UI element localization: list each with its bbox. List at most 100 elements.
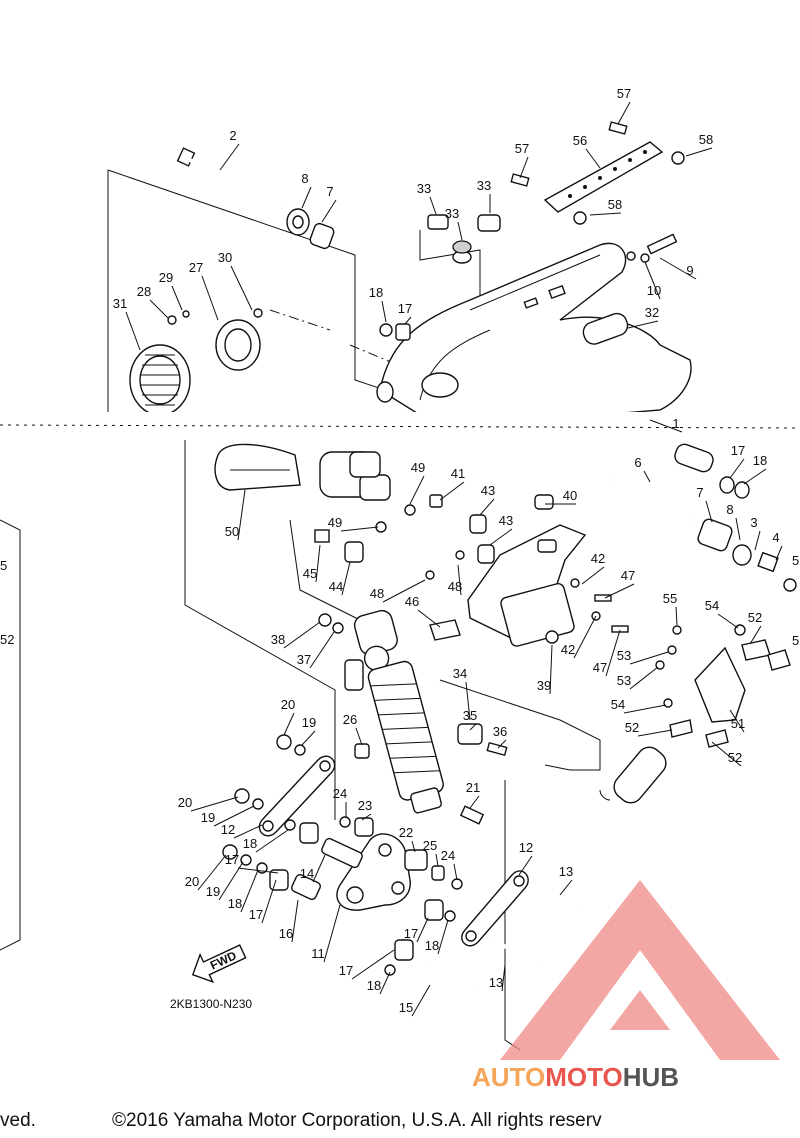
callout-23: 23 [358, 798, 372, 821]
callout-number: 17 [339, 963, 353, 978]
shock-absorber [353, 609, 444, 814]
callout-number: 12 [519, 840, 533, 855]
callout-22: 22 [399, 825, 416, 853]
callout-leader [497, 739, 507, 749]
callout-27: 27 [189, 260, 219, 321]
callout-24: 24 [441, 848, 458, 881]
callout-8: 8 [301, 171, 312, 209]
callout-number: 43 [499, 513, 513, 528]
callout-number: 47 [593, 660, 607, 675]
callout-leader [190, 796, 239, 812]
bracket-group [655, 624, 791, 748]
callout-17: 17 [225, 852, 279, 874]
callout-leader [340, 526, 379, 532]
callout-4: 4 [772, 530, 783, 561]
connecting-rod-left [258, 755, 336, 837]
callout-number: 44 [329, 579, 343, 594]
callout-leader [617, 101, 631, 125]
callout-number: 19 [206, 884, 220, 899]
callout-number: 17 [404, 926, 418, 941]
diagram-code: 2KB1300-N230 [170, 997, 252, 1011]
callout-43: 43 [489, 513, 513, 546]
callout-leader [644, 261, 661, 300]
callout-number: 58 [608, 197, 622, 212]
shock-reservoir [613, 746, 667, 804]
callout-17: 17 [404, 917, 429, 943]
callout-number: 15 [399, 1000, 413, 1015]
callout-33: 33 [477, 178, 491, 213]
callout-number: 26 [343, 712, 357, 727]
callout-number: 39 [537, 678, 551, 693]
callout-leader [315, 544, 321, 583]
callout-number: 30 [218, 250, 232, 265]
callout-46: 46 [405, 594, 441, 628]
callout-25: 25 [423, 838, 439, 867]
callout-leader [201, 275, 219, 321]
callout-leader [489, 528, 513, 546]
callout-leader [735, 517, 741, 541]
callout-leader [469, 723, 477, 731]
callout-number: 40 [563, 488, 577, 503]
callout-number: 45 [303, 566, 317, 581]
callout-10: 10 [644, 261, 661, 300]
callout-number: 43 [481, 483, 495, 498]
callout-number: 27 [189, 260, 203, 275]
callout-18: 18 [425, 919, 449, 955]
callout-number: 1 [672, 416, 679, 431]
callout-13: 13 [489, 964, 506, 992]
callout-leader [518, 855, 533, 876]
callout-number: 17 [225, 852, 239, 867]
callout-number: 21 [466, 780, 480, 795]
callout-number: 12 [221, 822, 235, 837]
callout-leader [649, 419, 683, 433]
callout-number: 56 [573, 133, 587, 148]
callout-32: 32 [627, 305, 659, 329]
callout-13: 13 [559, 864, 573, 896]
callout-42: 42 [581, 551, 605, 585]
callout-number: 49 [328, 515, 342, 530]
callout-leader [465, 681, 471, 721]
callout-number: 10 [647, 283, 661, 298]
callout-18: 18 [367, 971, 391, 995]
callout-40: 40 [545, 488, 577, 505]
callout-leader [404, 316, 412, 325]
callout-52: 52 [711, 741, 742, 767]
callout-12: 12 [221, 822, 263, 839]
callout-number: 14 [300, 866, 314, 881]
callout-leader [479, 498, 495, 516]
callout-19: 19 [206, 861, 244, 901]
callout-45: 45 [303, 544, 321, 583]
callout-number: 4 [772, 530, 779, 545]
callout-leader [125, 311, 141, 351]
swingarm [379, 242, 692, 423]
callout-leader [171, 285, 183, 311]
callout-9: 9 [659, 257, 697, 280]
callout-leader [775, 545, 783, 561]
callout-number: 18 [369, 285, 383, 300]
callout-number: 46 [405, 594, 419, 609]
callout-leader [351, 949, 395, 980]
callout-number: 29 [159, 270, 173, 285]
callout-38: 38 [271, 621, 321, 649]
copyright-text: ©2016 Yamaha Motor Corporation, U.S.A. A… [112, 1110, 602, 1131]
callout-leader [219, 143, 240, 171]
swingarm-group [129, 121, 692, 423]
callout-19: 19 [301, 715, 316, 746]
fwd-label: FWD [208, 948, 239, 972]
callout-leader [261, 879, 277, 924]
callout-number: 57 [617, 86, 631, 101]
chain-guard [214, 443, 301, 491]
callout-leader [439, 481, 465, 501]
callout-number: 16 [279, 926, 293, 941]
callout-leader [743, 468, 767, 485]
callout-leader [361, 813, 372, 821]
callout-26: 26 [343, 712, 363, 746]
callout-leader [729, 458, 745, 479]
callout-number: 52 [728, 750, 742, 765]
linkage-group: FWD 2KB1300-N230 [170, 734, 581, 1011]
callout-8: 8 [726, 502, 741, 541]
callout-number: 9 [686, 263, 693, 278]
callout-number: 48 [448, 579, 462, 594]
callout-number: 34 [453, 666, 467, 681]
callout-leader [321, 199, 337, 223]
